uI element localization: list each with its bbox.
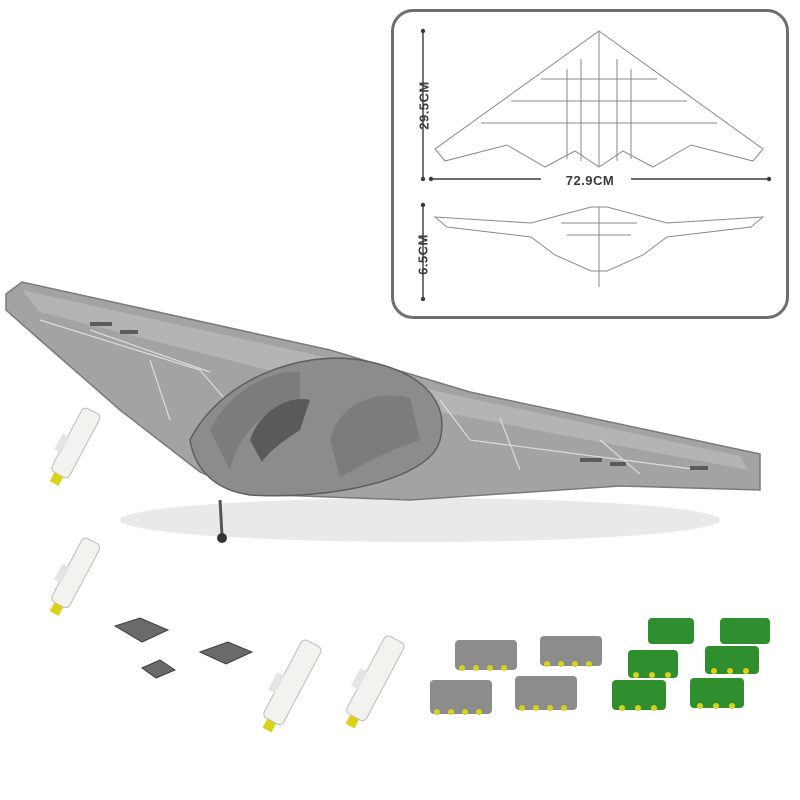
height-dimension-label: 29.5CM: [416, 81, 432, 130]
gray-bomb-rack: [515, 676, 577, 711]
green-bomb-rack: [628, 646, 759, 678]
green-bomb-rack: [612, 678, 744, 711]
gray-bomb-rack: [430, 680, 492, 715]
thickness-dimension-label: 6.5CM: [415, 234, 431, 275]
white-missile: [345, 635, 405, 729]
gray-bracket-part: [140, 659, 177, 679]
gray-bracket-part: [198, 641, 254, 665]
white-missile: [49, 407, 101, 486]
gray-bomb-rack: [540, 636, 602, 667]
width-dimension-label: 72.9CM: [565, 173, 615, 188]
white-missile: [49, 537, 101, 616]
white-missile: [262, 639, 322, 733]
gray-bomb-rack: [455, 640, 517, 671]
dimensions-panel: 29.5CM 72.9CM 6.5CM: [391, 9, 789, 319]
green-bomb-rack: [648, 618, 770, 644]
gray-bracket-part: [113, 617, 170, 643]
blueprint-top-view: [420, 28, 772, 302]
